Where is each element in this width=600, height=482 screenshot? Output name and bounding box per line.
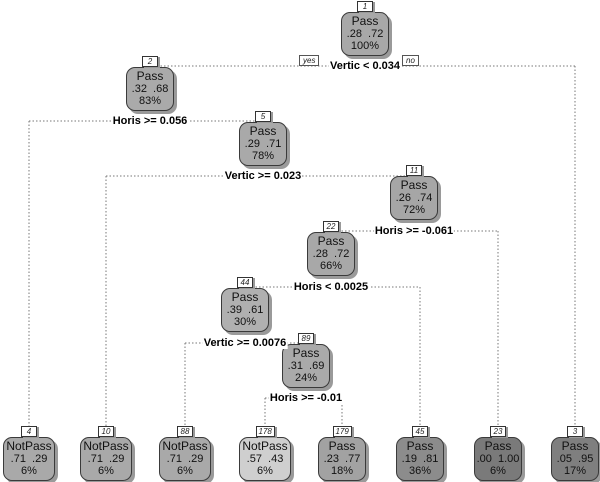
node-percentage: 18% xyxy=(330,465,354,477)
node-probabilities: .71 .29 xyxy=(10,452,48,465)
node-class-label: Pass xyxy=(328,439,356,453)
split-condition-89: Horis >= -0.01 xyxy=(268,392,344,404)
node-id-tag: 22 xyxy=(323,221,339,232)
node-id-tag: 23 xyxy=(490,426,506,437)
node-percentage: 72% xyxy=(402,204,426,216)
node-probabilities: .23 .77 xyxy=(323,452,361,465)
node-percentage: 24% xyxy=(294,372,318,384)
node-id-tag: 3 xyxy=(567,426,583,437)
node-percentage: 36% xyxy=(408,465,432,477)
node-percentage: 17% xyxy=(563,465,587,477)
node-class-label: NotPass xyxy=(162,439,208,453)
yes-branch-label: yes xyxy=(299,55,320,66)
node-class-label: NotPass xyxy=(6,439,52,453)
node-class-label: Pass xyxy=(561,439,589,453)
node-id-tag: 1 xyxy=(357,1,373,12)
split-condition-44: Vertic >= 0.0076 xyxy=(202,337,288,349)
node-id-tag: 179 xyxy=(332,426,352,437)
node-id-tag: 178 xyxy=(255,426,275,437)
node-class-label: Pass xyxy=(231,290,259,304)
node-id-tag: 45 xyxy=(412,426,428,437)
node-class-label: Pass xyxy=(317,234,345,248)
node-class-label: Pass xyxy=(292,346,320,360)
node-percentage: 66% xyxy=(319,260,343,272)
node-probabilities: .32 .68 xyxy=(131,82,169,95)
node-percentage: 78% xyxy=(251,150,275,162)
node-id-tag: 5 xyxy=(255,111,271,122)
node-percentage: 6% xyxy=(257,465,273,477)
node-probabilities: .05 .95 xyxy=(556,452,594,465)
node-id-tag: 10 xyxy=(98,426,114,437)
node-probabilities: .26 .74 xyxy=(395,191,433,204)
node-class-label: NotPass xyxy=(242,439,288,453)
node-id-tag: 4 xyxy=(21,426,37,437)
node-id-tag: 89 xyxy=(298,333,314,344)
node-probabilities: .28 .72 xyxy=(346,27,384,40)
node-percentage: 100% xyxy=(350,40,380,52)
node-probabilities: .31 .69 xyxy=(287,359,325,372)
node-percentage: 6% xyxy=(490,465,506,477)
node-id-tag: 88 xyxy=(177,426,193,437)
split-condition-22: Horis < 0.0025 xyxy=(292,281,370,293)
node-class-label: Pass xyxy=(351,14,379,28)
node-probabilities: .28 .72 xyxy=(312,247,350,260)
split-condition-5: Vertic >= 0.023 xyxy=(223,170,303,182)
node-probabilities: .71 .29 xyxy=(166,452,204,465)
node-percentage: 30% xyxy=(233,316,257,328)
node-percentage: 6% xyxy=(98,465,114,477)
node-percentage: 83% xyxy=(138,95,162,107)
node-probabilities: .71 .29 xyxy=(87,452,125,465)
node-id-tag: 44 xyxy=(237,277,253,288)
node-class-label: Pass xyxy=(400,178,428,192)
node-probabilities: .29 .71 xyxy=(244,137,282,150)
node-probabilities: .00 1.00 xyxy=(476,452,520,465)
node-probabilities: .39 .61 xyxy=(226,303,264,316)
node-percentage: 6% xyxy=(21,465,37,477)
node-class-label: Pass xyxy=(136,69,164,83)
node-percentage: 6% xyxy=(177,465,193,477)
node-class-label: Pass xyxy=(484,439,512,453)
no-branch-label: no xyxy=(402,55,419,66)
node-class-label: NotPass xyxy=(83,439,129,453)
split-condition-2: Horis >= 0.056 xyxy=(111,115,189,127)
node-id-tag: 2 xyxy=(142,56,158,67)
node-probabilities: .57 .43 xyxy=(246,452,284,465)
node-id-tag: 11 xyxy=(406,165,422,176)
node-class-label: Pass xyxy=(249,124,277,138)
split-condition-1: Vertic < 0.034 xyxy=(328,60,402,72)
split-condition-11: Horis >= -0.061 xyxy=(373,225,455,237)
node-class-label: Pass xyxy=(406,439,434,453)
node-probabilities: .19 .81 xyxy=(401,452,439,465)
